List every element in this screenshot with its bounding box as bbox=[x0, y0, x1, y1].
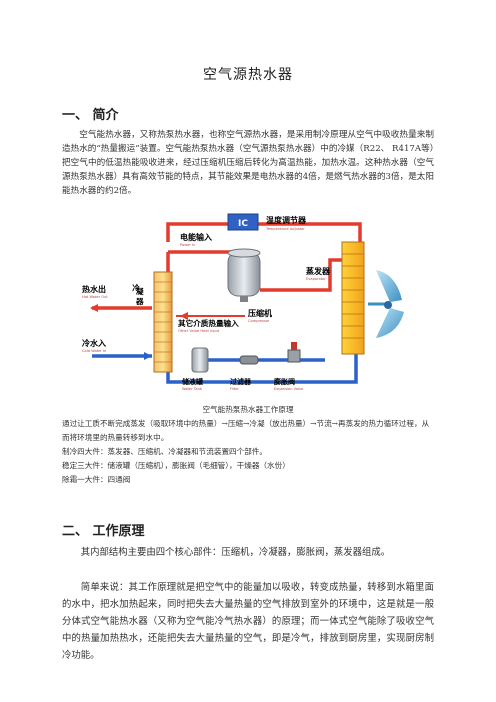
page-title: 空气源热水器 bbox=[203, 67, 293, 83]
filter-en-label: Filter bbox=[230, 387, 239, 391]
expansion-valve-label: 膨胀阀 bbox=[273, 377, 295, 386]
parts-line-refrigeration: 制冷四大件：蒸发器、压缩机、冷凝器和节流装置四个部件。 bbox=[62, 447, 268, 456]
principle-paragraph-1: 其内部结构主要由四个核心部件：压缩机，冷凝器，膨胀阀，蒸发器组成。 bbox=[80, 547, 391, 558]
hot-water-out-en-label: Hot Water Out bbox=[82, 295, 108, 299]
temp-controller-en-label: Temperature Adjuster bbox=[265, 227, 305, 231]
ic-label: IC bbox=[238, 219, 248, 229]
water-tank-label: 储液罐 bbox=[181, 377, 203, 386]
intro-paragraph: 空气能热水器，又称热泵热水器，也称空气源热水器，是采用制冷原理从空气中吸收热量来… bbox=[62, 130, 434, 196]
cold-water-in-en-label: Cold Water In bbox=[82, 349, 106, 353]
parts-line-defrost: 除霜一大件：四通阀 bbox=[62, 475, 131, 484]
water-tank bbox=[191, 347, 209, 373]
section-heading-intro: 一、 简介 bbox=[62, 108, 119, 123]
compressor-unit bbox=[227, 248, 261, 302]
temp-controller-label: 温度调节器 bbox=[266, 215, 307, 225]
refrigerant-pipes bbox=[92, 222, 362, 384]
compressor-en-label: Compressor bbox=[248, 319, 270, 323]
filter-label: 过滤器 bbox=[230, 377, 252, 386]
parts-list: 通过让工质不断完成蒸发（吸取环境中的热量）→压缩→冷凝（放出热量）→节流→再蒸发… bbox=[62, 417, 442, 487]
principle-paragraph-2: 简单来说：其工作原理就是把空气中的能量加以吸收，转变成热量，转移到水箱里面的水中… bbox=[62, 582, 434, 661]
evaporator-en-label: Evaporator bbox=[306, 277, 326, 281]
section-heading-principle: 二、 工作原理 bbox=[62, 524, 145, 539]
parts-line-cycle: 通过让工质不断完成蒸发（吸取环境中的热量）→压缩→冷凝（放出热量）→节流→再蒸发… bbox=[62, 419, 430, 442]
condenser-label-2: 凝 bbox=[136, 286, 144, 296]
fan-icon bbox=[368, 270, 404, 338]
filter-part bbox=[239, 355, 259, 365]
cold-water-in-label: 冷水入 bbox=[82, 338, 106, 348]
power-input-en-label: Power In bbox=[180, 243, 195, 247]
condenser-label-3: 器 bbox=[135, 297, 144, 306]
hot-water-out-label: 热水出 bbox=[82, 284, 106, 294]
power-input-label: 电能输入 bbox=[180, 232, 212, 242]
evaporator-coil bbox=[341, 241, 365, 355]
other-heat-label: 其它介质热量输入 bbox=[178, 318, 239, 328]
heat-pump-diagram: IC 温度调节器 Temperature Adjuster 电能输入 Power… bbox=[82, 213, 404, 391]
evaporator-label: 蒸发器 bbox=[306, 266, 331, 276]
diagram-caption: 空气能热泵热水器工作原理 bbox=[202, 405, 294, 414]
water-tank-en-label: Water Tank bbox=[182, 387, 203, 391]
condenser-label: 冷 bbox=[131, 283, 140, 293]
parts-line-stabilizer: 稳定三大件：储液罐（压缩机），膨胀阀（毛细管），干燥器（水份） bbox=[62, 461, 290, 470]
ic-chip bbox=[227, 213, 259, 231]
compressor-label: 压缩机 bbox=[248, 308, 272, 318]
expansion-valve-en-label: Expansion Valve bbox=[274, 387, 304, 391]
other-heat-en-label: Other Value Heat Input bbox=[178, 329, 220, 333]
expansion-valve bbox=[287, 342, 301, 363]
